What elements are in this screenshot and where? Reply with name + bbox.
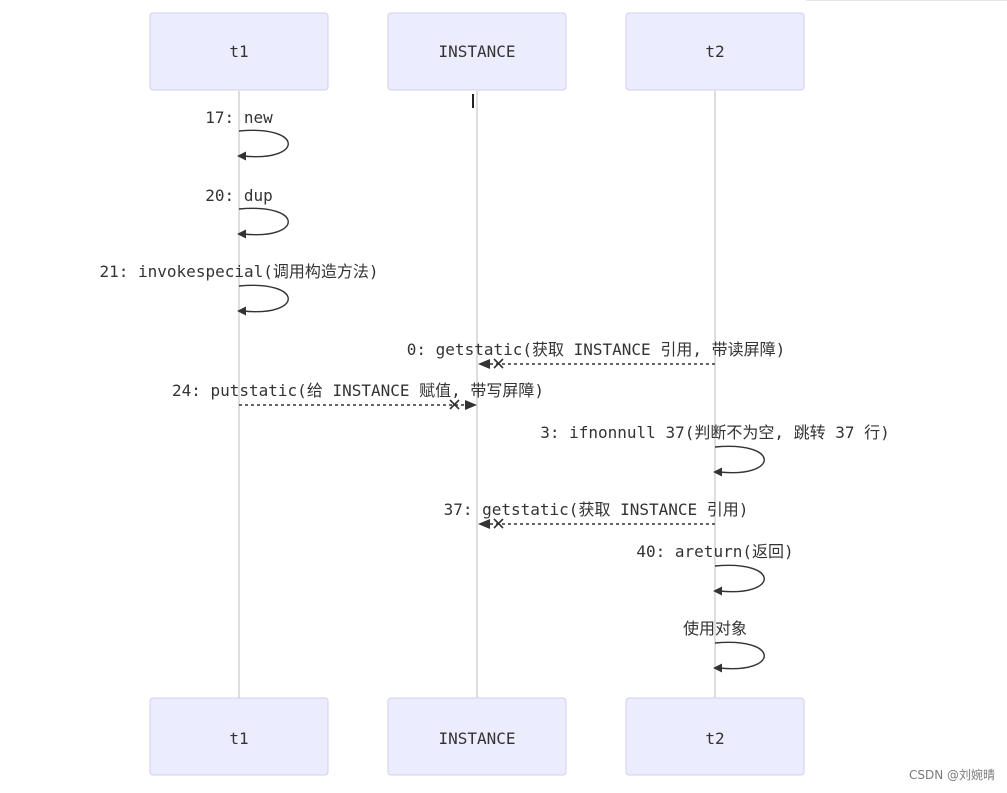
- message-use-object: 使用对象: [683, 619, 765, 673]
- message-21-invokespecial: 21: invokespecial(调用构造方法): [99, 262, 379, 316]
- message-0-getstatic: 0: getstatic(获取 INSTANCE 引用, 带读屏障): [407, 340, 785, 369]
- actor-top-t1: t1: [149, 12, 329, 91]
- message-20-dup: 20: dup: [205, 186, 289, 239]
- message-label: 37: getstatic(获取 INSTANCE 引用): [444, 500, 749, 519]
- actor-label: t1: [229, 42, 248, 61]
- actor-bottom-t1: t1: [149, 697, 329, 776]
- message-17-new: 17: new: [205, 108, 289, 161]
- text-cursor-icon: [470, 94, 476, 108]
- message-label: 40: areturn(返回): [636, 542, 793, 561]
- message-label: 20: dup: [205, 186, 272, 205]
- message-label: 21: invokespecial(调用构造方法): [99, 262, 378, 281]
- watermark: CSDN @刘婉晴: [908, 768, 995, 782]
- message-label: 17: new: [205, 108, 273, 127]
- actor-top-t2: t2: [625, 12, 805, 91]
- actor-label: t2: [705, 729, 724, 748]
- actor-label: INSTANCE: [438, 729, 515, 748]
- message-40-areturn: 40: areturn(返回): [636, 542, 794, 596]
- message-24-putstatic: 24: putstatic(给 INSTANCE 赋值, 带写屏障): [172, 381, 544, 410]
- actor-label: INSTANCE: [438, 42, 515, 61]
- top-divider: [806, 0, 1007, 1]
- message-label: 24: putstatic(给 INSTANCE 赋值, 带写屏障): [172, 381, 544, 400]
- actor-bottom-instance: INSTANCE: [387, 697, 567, 776]
- actor-label: t1: [229, 729, 248, 748]
- message-label: 0: getstatic(获取 INSTANCE 引用, 带读屏障): [407, 340, 785, 359]
- message-label: 使用对象: [683, 619, 747, 638]
- actor-bottom-t2: t2: [625, 697, 805, 776]
- message-label: 3: ifnonnull 37(判断不为空, 跳转 37 行): [540, 423, 890, 442]
- actor-label: t2: [705, 42, 724, 61]
- actor-top-instance: INSTANCE: [387, 12, 567, 91]
- message-3-ifnonnull: 3: ifnonnull 37(判断不为空, 跳转 37 行): [540, 423, 890, 477]
- message-37-getstatic: 37: getstatic(获取 INSTANCE 引用): [444, 500, 749, 529]
